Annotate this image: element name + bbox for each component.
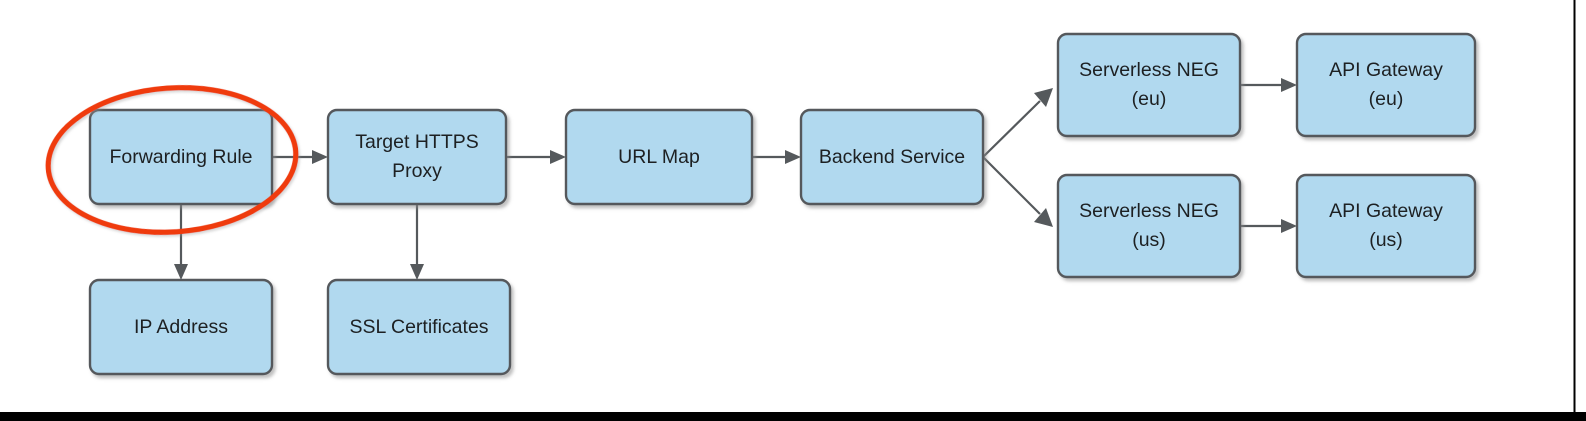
edge-forwarding-rule-to-ip-address xyxy=(174,204,188,280)
arrowhead-icon xyxy=(1281,78,1297,92)
arrowhead-icon xyxy=(174,264,188,280)
node-label: Backend Service xyxy=(819,146,965,168)
edge-backend-service-to-serverless-neg-us xyxy=(982,156,1053,227)
arrowhead-icon xyxy=(1281,219,1297,233)
node-serverless-neg-eu[interactable]: Serverless NEG (eu) xyxy=(1056,32,1242,138)
node-backend-service[interactable]: Backend Service xyxy=(799,108,985,206)
edge-layer xyxy=(174,78,1297,280)
node-shape[interactable] xyxy=(88,108,274,206)
node-url-map[interactable]: URL Map xyxy=(564,108,754,206)
node-forwarding-rule[interactable]: Forwarding Rule xyxy=(88,108,274,206)
node-shape[interactable] xyxy=(1056,173,1242,279)
node-shape[interactable] xyxy=(1295,173,1477,279)
node-label-line1: Serverless NEG xyxy=(1079,59,1219,81)
node-ssl-certificates[interactable]: SSL Certificates xyxy=(326,278,512,376)
node-shape[interactable] xyxy=(799,108,985,206)
node-label: URL Map xyxy=(618,146,700,168)
edge-url-map-to-backend-service xyxy=(752,150,801,164)
node-api-gateway-us[interactable]: API Gateway (us) xyxy=(1295,173,1477,279)
node-shape[interactable] xyxy=(1295,32,1477,138)
node-label-line1: API Gateway xyxy=(1329,59,1443,81)
node-label: SSL Certificates xyxy=(349,316,488,338)
node-api-gateway-eu[interactable]: API Gateway (eu) xyxy=(1295,32,1477,138)
node-serverless-neg-us[interactable]: Serverless NEG (us) xyxy=(1056,173,1242,279)
edge-serverless-neg-eu-to-api-gateway-eu xyxy=(1240,78,1297,92)
node-label-line2: (eu) xyxy=(1132,88,1167,110)
node-label: IP Address xyxy=(134,316,228,338)
arrowhead-icon xyxy=(1034,208,1053,227)
arrowhead-icon xyxy=(312,150,328,164)
arrowhead-icon xyxy=(410,264,424,280)
arrowhead-icon xyxy=(1034,88,1053,107)
edge-target-https-proxy-to-ssl-certificates xyxy=(410,204,424,280)
node-layer: Forwarding Rule Target HTTPS Proxy URL M… xyxy=(88,32,1477,376)
node-label-line2: Proxy xyxy=(392,160,442,182)
arrowhead-icon xyxy=(785,150,801,164)
node-shape[interactable] xyxy=(326,278,512,376)
node-target-https-proxy[interactable]: Target HTTPS Proxy xyxy=(326,108,508,206)
edge-line xyxy=(982,100,1041,158)
node-label-line1: Target HTTPS xyxy=(355,131,479,153)
node-shape[interactable] xyxy=(564,108,754,206)
node-label-line1: Serverless NEG xyxy=(1079,200,1219,222)
node-shape[interactable] xyxy=(88,278,274,376)
annotation-layer xyxy=(45,85,299,235)
edge-forwarding-rule-to-target-https-proxy xyxy=(272,150,328,164)
arrowhead-icon xyxy=(550,150,566,164)
node-label-line1: API Gateway xyxy=(1329,200,1443,222)
edge-backend-service-to-serverless-neg-eu xyxy=(982,88,1053,158)
node-label-line2: (us) xyxy=(1369,229,1403,251)
node-label-line2: (eu) xyxy=(1369,88,1404,110)
edge-line xyxy=(982,156,1041,215)
edge-serverless-neg-us-to-api-gateway-us xyxy=(1240,219,1297,233)
node-shape[interactable] xyxy=(1056,32,1242,138)
highlight-ellipse-icon xyxy=(45,85,299,235)
edge-target-https-proxy-to-url-map xyxy=(506,150,566,164)
node-ip-address[interactable]: IP Address xyxy=(88,278,274,376)
node-label: Forwarding Rule xyxy=(109,146,252,168)
node-shape[interactable] xyxy=(326,108,508,206)
node-label-line2: (us) xyxy=(1132,229,1166,251)
